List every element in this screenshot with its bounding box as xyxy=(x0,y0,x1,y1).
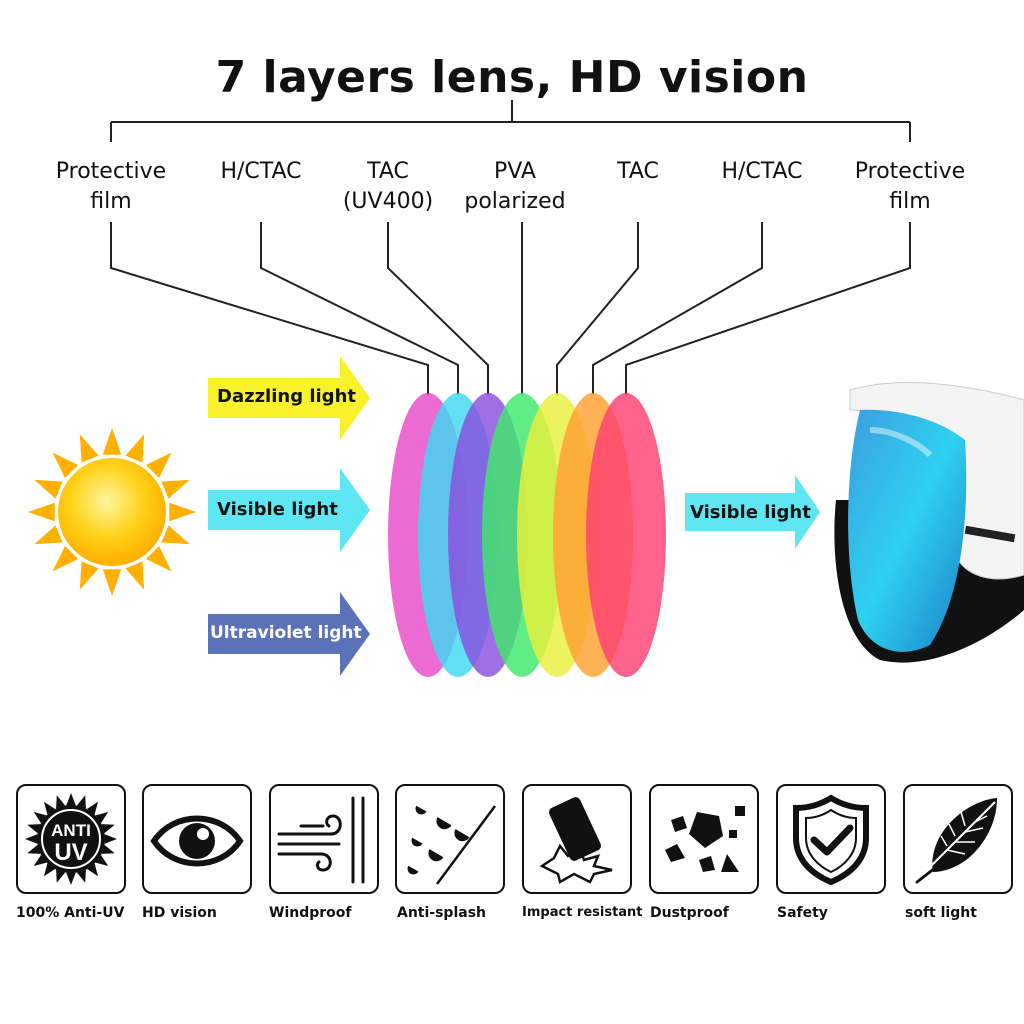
sun-ray xyxy=(34,525,63,545)
sun-ray xyxy=(52,452,79,479)
anti-uv-badge-line2: UV xyxy=(54,839,87,866)
feature-label-dustproof: Dustproof xyxy=(650,905,729,921)
layer-label-line: (UV400) xyxy=(342,189,434,214)
eye-icon xyxy=(150,815,244,867)
uv-badge-ray xyxy=(56,795,66,809)
uv-badge-ray xyxy=(33,854,47,867)
lens-diagram xyxy=(28,100,1024,677)
feature-label-windproof: Windproof xyxy=(269,905,352,921)
layer-label-line: polarized xyxy=(464,189,566,214)
visible-light-out-arrow xyxy=(685,475,820,549)
feature-safety xyxy=(776,784,886,894)
uv-badge-ray xyxy=(27,824,41,834)
layer-label-line: Protective xyxy=(55,159,167,184)
anti-uv-icon: ANTI UV xyxy=(25,793,117,885)
uv-badge-ray xyxy=(43,801,56,815)
dazzling-light-arrow xyxy=(208,356,370,440)
uv-badge-ray xyxy=(76,795,86,809)
sun-ray xyxy=(145,545,172,572)
feature-soft-light xyxy=(903,784,1013,894)
layer-label-line: H/CTAC xyxy=(220,159,302,184)
layer-label-6: H/CTAC xyxy=(687,157,837,187)
sun-ray xyxy=(34,479,63,499)
dust-icon xyxy=(665,806,745,872)
layer-label-line: film xyxy=(889,189,931,214)
leader-lines xyxy=(110,222,911,395)
uv-badge-ray xyxy=(104,834,117,844)
visible-light-label: Visible light xyxy=(217,499,338,520)
wind-icon xyxy=(277,796,365,884)
layer-label-line: PVA xyxy=(494,159,536,184)
layer-label-4: PVA polarized xyxy=(440,157,590,217)
shield-check-icon xyxy=(793,794,869,886)
uv-badge-ray xyxy=(25,834,38,844)
feature-anti-splash xyxy=(395,784,505,894)
feather-icon xyxy=(915,798,997,884)
layer-label-line: H/CTAC xyxy=(721,159,803,184)
sun-ray xyxy=(125,561,145,590)
sun-ray xyxy=(161,525,190,545)
layer-label-line: TAC xyxy=(367,159,409,184)
uv-badge-ray xyxy=(86,801,99,815)
feature-label-soft-light: soft light xyxy=(905,905,977,921)
uv-badge-ray xyxy=(33,811,47,824)
sun-ray xyxy=(169,502,196,522)
sun-ray xyxy=(125,434,145,463)
sun-ray xyxy=(102,569,122,596)
visible-light-out-label: Visible light xyxy=(690,502,811,523)
layer-label-2: H/CTAC xyxy=(186,157,336,187)
sun-ray xyxy=(145,452,172,479)
uv-badge-ray xyxy=(95,811,109,824)
uv-badge-ray xyxy=(101,824,115,834)
page-title: 7 layers lens, HD vision xyxy=(215,52,809,103)
feature-dustproof xyxy=(649,784,759,894)
bracket-lines xyxy=(110,100,911,142)
impact-icon xyxy=(539,797,613,884)
uv-badge-ray xyxy=(95,854,109,867)
uv-badge-ray xyxy=(76,869,86,883)
uv-badge-ray xyxy=(66,793,76,806)
feature-label-anti-uv: 100% Anti-UV xyxy=(16,905,125,921)
uv-badge-ray xyxy=(56,869,66,883)
sun-ray xyxy=(28,502,55,522)
visible-light-arrow xyxy=(208,468,370,552)
layer-label-line: film xyxy=(90,189,132,214)
sun-ray xyxy=(102,428,122,455)
layer-label-line: Protective xyxy=(854,159,966,184)
sun-ray xyxy=(79,434,99,463)
dazzling-light-label: Dazzling light xyxy=(217,386,356,407)
splash-icon xyxy=(407,805,497,885)
layer-label-line: TAC xyxy=(617,159,659,184)
lens-layers xyxy=(388,393,666,677)
sun-ray xyxy=(79,561,99,590)
layer-label-7: Protective film xyxy=(835,157,985,217)
sun-icon xyxy=(28,428,196,596)
goggles-image xyxy=(834,382,1024,663)
ultraviolet-light-label: Ultraviolet light xyxy=(210,623,362,643)
layer-label-3: TAC (UV400) xyxy=(313,157,463,217)
feature-anti-uv: ANTI UV xyxy=(16,784,126,894)
anti-uv-badge-line1: ANTI xyxy=(51,821,91,840)
uv-badge-ray xyxy=(86,863,99,877)
feature-label-hd-vision: HD vision xyxy=(142,905,217,921)
lens-layer-7 xyxy=(586,393,666,677)
ultraviolet-light-arrow xyxy=(208,592,370,676)
uv-badge-ray xyxy=(27,844,41,854)
uv-badge-ray xyxy=(43,863,56,877)
feature-hd-vision xyxy=(142,784,252,894)
feature-windproof xyxy=(269,784,379,894)
feature-label-safety: Safety xyxy=(777,905,828,921)
layer-label-1: Protective film xyxy=(36,157,186,217)
uv-badge-ray xyxy=(101,844,115,854)
layer-label-5: TAC xyxy=(563,157,713,187)
sun-ray xyxy=(161,479,190,499)
uv-badge-ray xyxy=(66,872,76,885)
feature-label-anti-splash: Anti-splash xyxy=(397,905,487,921)
sun-ray xyxy=(52,545,79,572)
feature-impact-resistant xyxy=(522,784,632,894)
feature-label-impact-resistant: Impact resistant xyxy=(522,905,643,920)
